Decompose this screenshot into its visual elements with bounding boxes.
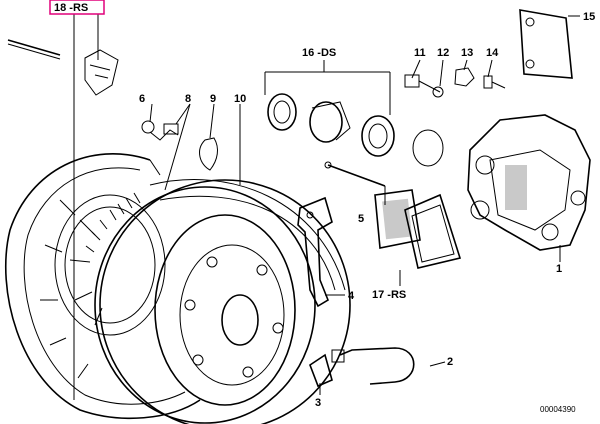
label-part-15: 15: [583, 11, 595, 23]
label-part-5: 5: [358, 213, 364, 225]
label-part-11: 11: [414, 47, 426, 59]
clip-part-18: [7, 39, 119, 96]
label-part-6: 6: [139, 93, 145, 105]
label-part-16: 16 -DS: [302, 47, 336, 59]
label-part-18: 18 -RS: [54, 2, 88, 14]
label-part-12: 12: [437, 47, 449, 59]
guide-pin-part-5: [324, 161, 386, 187]
brake-disc: [85, 179, 351, 424]
label-part-3: 3: [315, 397, 321, 409]
small-parts-11-14: [404, 67, 506, 98]
spring-part-4: [297, 196, 333, 308]
label-part-4: 4: [348, 290, 355, 302]
label-part-13: 13: [461, 47, 473, 59]
label-part-1: 1: [556, 263, 562, 275]
label-part-9: 9: [210, 93, 216, 105]
brake-caliper-part-1: [467, 114, 591, 251]
label-part-10: 10: [234, 93, 246, 105]
spring-clip-part-9: [199, 137, 218, 171]
seal-kit-part-16: [267, 93, 444, 167]
brake-pads-part-17: [374, 189, 462, 269]
label-part-14: 14: [486, 47, 499, 59]
holder-part-3: [309, 353, 333, 388]
bolt-part-6: [141, 120, 179, 141]
label-part-2: 2: [447, 356, 453, 368]
shim-plate-part-15: [519, 9, 573, 79]
leader-lines: [73, 14, 580, 400]
highlight-box-18: [49, 0, 105, 15]
label-part-17: 17 -RS: [372, 289, 406, 301]
dust-shield: [4, 153, 201, 420]
label-part-8: 8: [185, 93, 191, 105]
diagram-reference-number: 00004390: [540, 405, 576, 414]
wear-sensor-part-2: [331, 347, 415, 385]
